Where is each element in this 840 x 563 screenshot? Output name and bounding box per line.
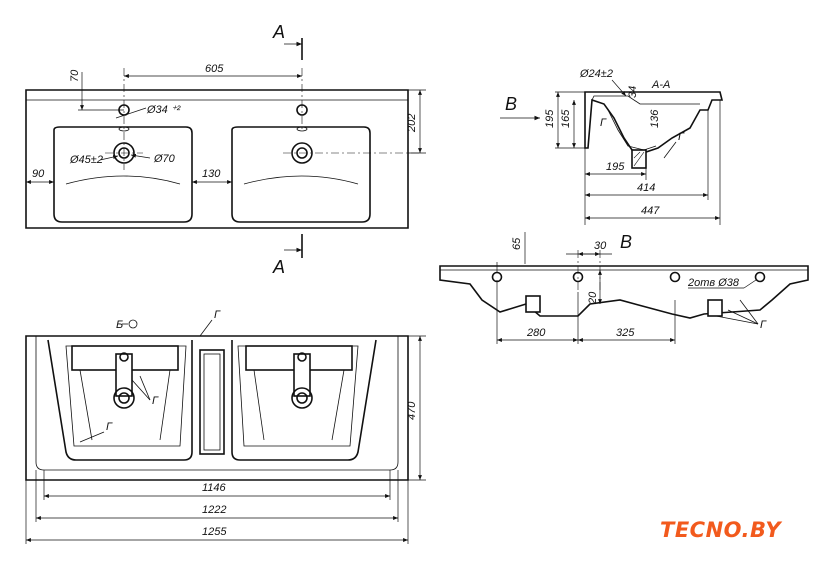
dim-30: 30 bbox=[594, 240, 607, 252]
view-b-mark-g: Г bbox=[760, 319, 767, 331]
dim-280: 280 bbox=[526, 327, 546, 339]
dim-20: 20 bbox=[587, 291, 599, 305]
right-bowl-bottom bbox=[231, 339, 377, 461]
view-b: B 65 30 20 2отв Ø38 Г bbox=[439, 232, 809, 344]
dim-34: 34 bbox=[627, 86, 639, 98]
dim-165: 165 bbox=[560, 109, 572, 128]
dim-90: 90 bbox=[32, 168, 45, 180]
view-b-outline bbox=[439, 265, 809, 319]
dim-136: 136 bbox=[649, 109, 661, 128]
dim-hole-45: Ø45±2 bbox=[69, 154, 103, 166]
right-basin bbox=[231, 126, 371, 223]
brand-logo: TECNO.BY bbox=[660, 518, 782, 542]
dim-hole-70: Ø70 bbox=[153, 153, 176, 165]
dim-195-h: 195 bbox=[544, 109, 556, 128]
middle-channel bbox=[199, 349, 225, 455]
section-mark-bottom: A bbox=[272, 257, 285, 277]
bottom-view-outline bbox=[25, 335, 409, 481]
mark-b: Б bbox=[116, 319, 123, 331]
dim-hole-24: Ø24±2 bbox=[579, 68, 613, 80]
view-b-letter: B bbox=[505, 94, 517, 114]
dim-325: 325 bbox=[616, 327, 635, 339]
bottom-mark-g-left: Г bbox=[106, 421, 113, 433]
dim-1255: 1255 bbox=[202, 526, 227, 538]
dim-195-w: 195 bbox=[606, 161, 625, 173]
view-b-title: B bbox=[620, 232, 632, 252]
dim-70: 70 bbox=[69, 69, 81, 82]
dim-hole-34: Ø34 ⁺² bbox=[146, 104, 181, 116]
dim-605: 605 bbox=[205, 63, 224, 75]
bottom-mark-g-right: Г bbox=[152, 395, 159, 407]
section-mark-g: Г bbox=[600, 117, 607, 129]
left-basin bbox=[53, 126, 193, 223]
section-title: A-A bbox=[651, 79, 670, 91]
dim-470: 470 bbox=[406, 401, 418, 420]
section-mark-g-2: Г bbox=[678, 131, 685, 143]
top-view: 605 70 Ø34 ⁺² Ø45±2 Ø70 90 130 202 A A bbox=[25, 22, 426, 277]
dim-65: 65 bbox=[511, 237, 523, 250]
dim-130: 130 bbox=[202, 168, 221, 180]
left-bowl-bottom bbox=[47, 339, 193, 461]
dim-202: 202 bbox=[406, 114, 418, 133]
dim-1222: 1222 bbox=[202, 504, 226, 516]
section-a-a: B A-A 195 165 Ø24±2 34 136 Г Г 195 414 4… bbox=[500, 68, 724, 225]
dim-holes-38: 2отв Ø38 bbox=[687, 277, 740, 289]
bottom-view: Б Г Г Г 470 1146 1222 1255 bbox=[25, 309, 426, 544]
dim-414: 414 bbox=[637, 182, 655, 194]
section-mark-top: A bbox=[272, 22, 285, 42]
bottom-mark-g-top: Г bbox=[214, 309, 221, 321]
section-profile bbox=[584, 91, 724, 153]
dim-447: 447 bbox=[641, 205, 660, 217]
dim-1146: 1146 bbox=[202, 482, 227, 494]
